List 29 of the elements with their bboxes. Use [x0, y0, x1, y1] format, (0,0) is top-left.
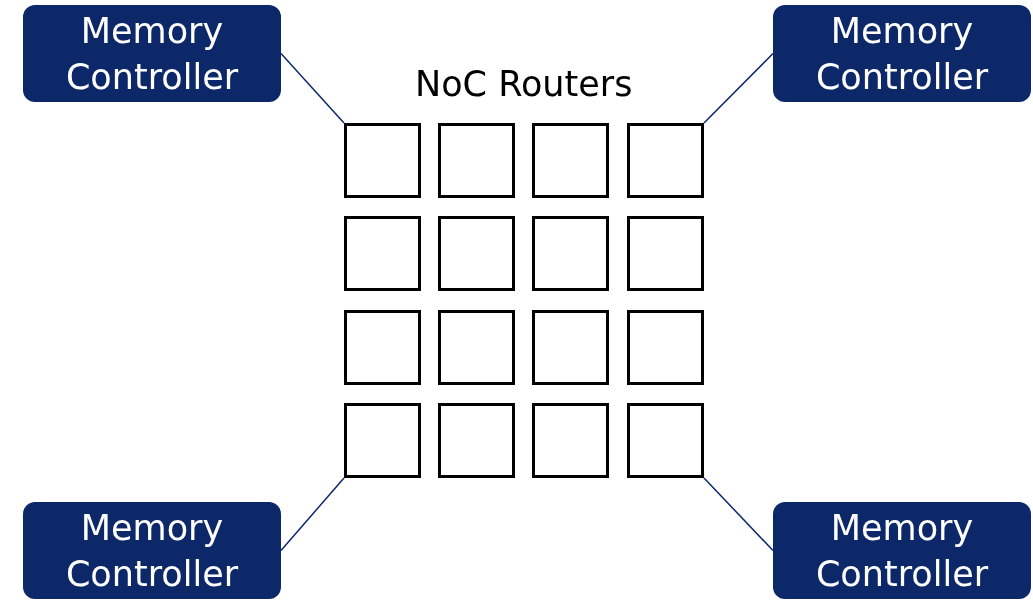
connector-line: [280, 52, 345, 124]
controller-box: [773, 502, 1031, 599]
router-box: [532, 310, 609, 385]
router-box: [344, 216, 421, 291]
controller-label: Memory Controller: [814, 9, 990, 99]
router-box: [532, 216, 609, 291]
connector-line: [703, 477, 774, 552]
router-box: [627, 123, 704, 198]
controller-label: Memory Controller: [814, 506, 990, 596]
router-box: [344, 310, 421, 385]
router-box: [627, 310, 704, 385]
router-box: [627, 403, 704, 478]
controller-box: [23, 502, 281, 599]
grid-title: NoC Routers: [415, 64, 633, 104]
router-box: [532, 403, 609, 478]
router-box: [438, 403, 515, 478]
router-box: [344, 123, 421, 198]
router-box: [627, 216, 704, 291]
connector-line: [280, 477, 345, 552]
router-box: [438, 310, 515, 385]
controller-box: [773, 5, 1031, 102]
router-box: [344, 403, 421, 478]
controller-box: [23, 5, 281, 102]
router-box: [438, 216, 515, 291]
controller-label: Memory Controller: [64, 9, 240, 99]
router-box: [532, 123, 609, 198]
controller-label: Memory Controller: [64, 506, 240, 596]
router-box: [438, 123, 515, 198]
connector-line: [703, 52, 774, 124]
